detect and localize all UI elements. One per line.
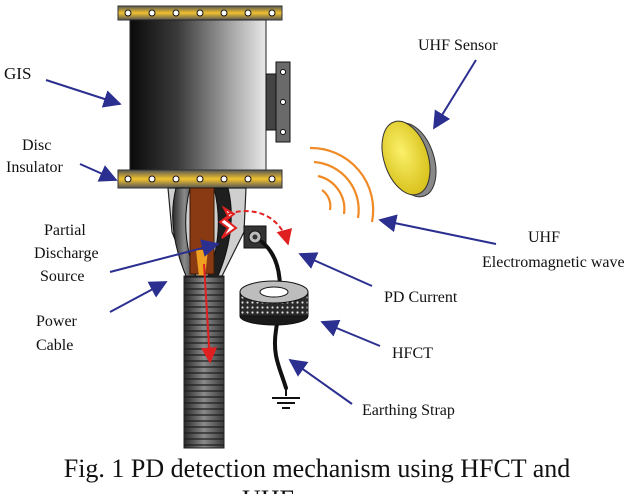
label-earthing-strap: Earthing Strap	[362, 402, 455, 419]
label-gis: GIS	[4, 64, 31, 83]
hfct-arrow	[320, 319, 381, 347]
earthing-strap-arrow	[288, 358, 353, 405]
hfct-icon	[239, 280, 309, 326]
ground-icon	[272, 388, 300, 409]
label-disc: Disc	[22, 137, 51, 154]
label-source: Source	[40, 268, 84, 285]
discharge-down-path	[201, 263, 218, 364]
label-partial: Partial	[44, 222, 86, 239]
uhf-sensor-icon	[381, 120, 437, 198]
disc-insulator-arrow	[79, 163, 118, 182]
label-uhf: UHF	[528, 229, 560, 246]
label-hfct: HFCT	[392, 345, 433, 362]
label-cable: Cable	[36, 337, 73, 354]
label-pd-current: PD Current	[384, 289, 458, 306]
label-em-wave: Electromagnetic wave	[482, 254, 625, 271]
figure-caption-line1: Fig. 1 PD detection mechanism using HFCT…	[64, 454, 571, 483]
pd-current-path	[227, 210, 293, 246]
uhf-wave-icon	[309, 146, 375, 223]
cable-termination	[167, 187, 247, 286]
label-insulator: Insulator	[6, 159, 64, 176]
disc-insulator	[117, 169, 283, 189]
label-discharge: Discharge	[34, 245, 99, 262]
earthing-strap	[260, 240, 288, 390]
label-uhf-sensor: UHF Sensor	[418, 37, 498, 54]
gis-arrow	[45, 79, 122, 108]
power-cable	[183, 275, 225, 449]
label-power: Power	[36, 313, 78, 330]
figure-caption-line2: UHF	[242, 485, 294, 494]
uhf-wave-arrow	[378, 214, 497, 245]
gis-enclosure	[117, 5, 291, 171]
pd-source-arrow	[109, 239, 220, 273]
power-cable-arrow	[109, 281, 168, 313]
leader-arrows	[45, 59, 497, 405]
uhf-sensor-arrow	[433, 59, 477, 130]
pd-current-arrow	[298, 252, 373, 287]
pd-spark-icon	[218, 205, 238, 239]
